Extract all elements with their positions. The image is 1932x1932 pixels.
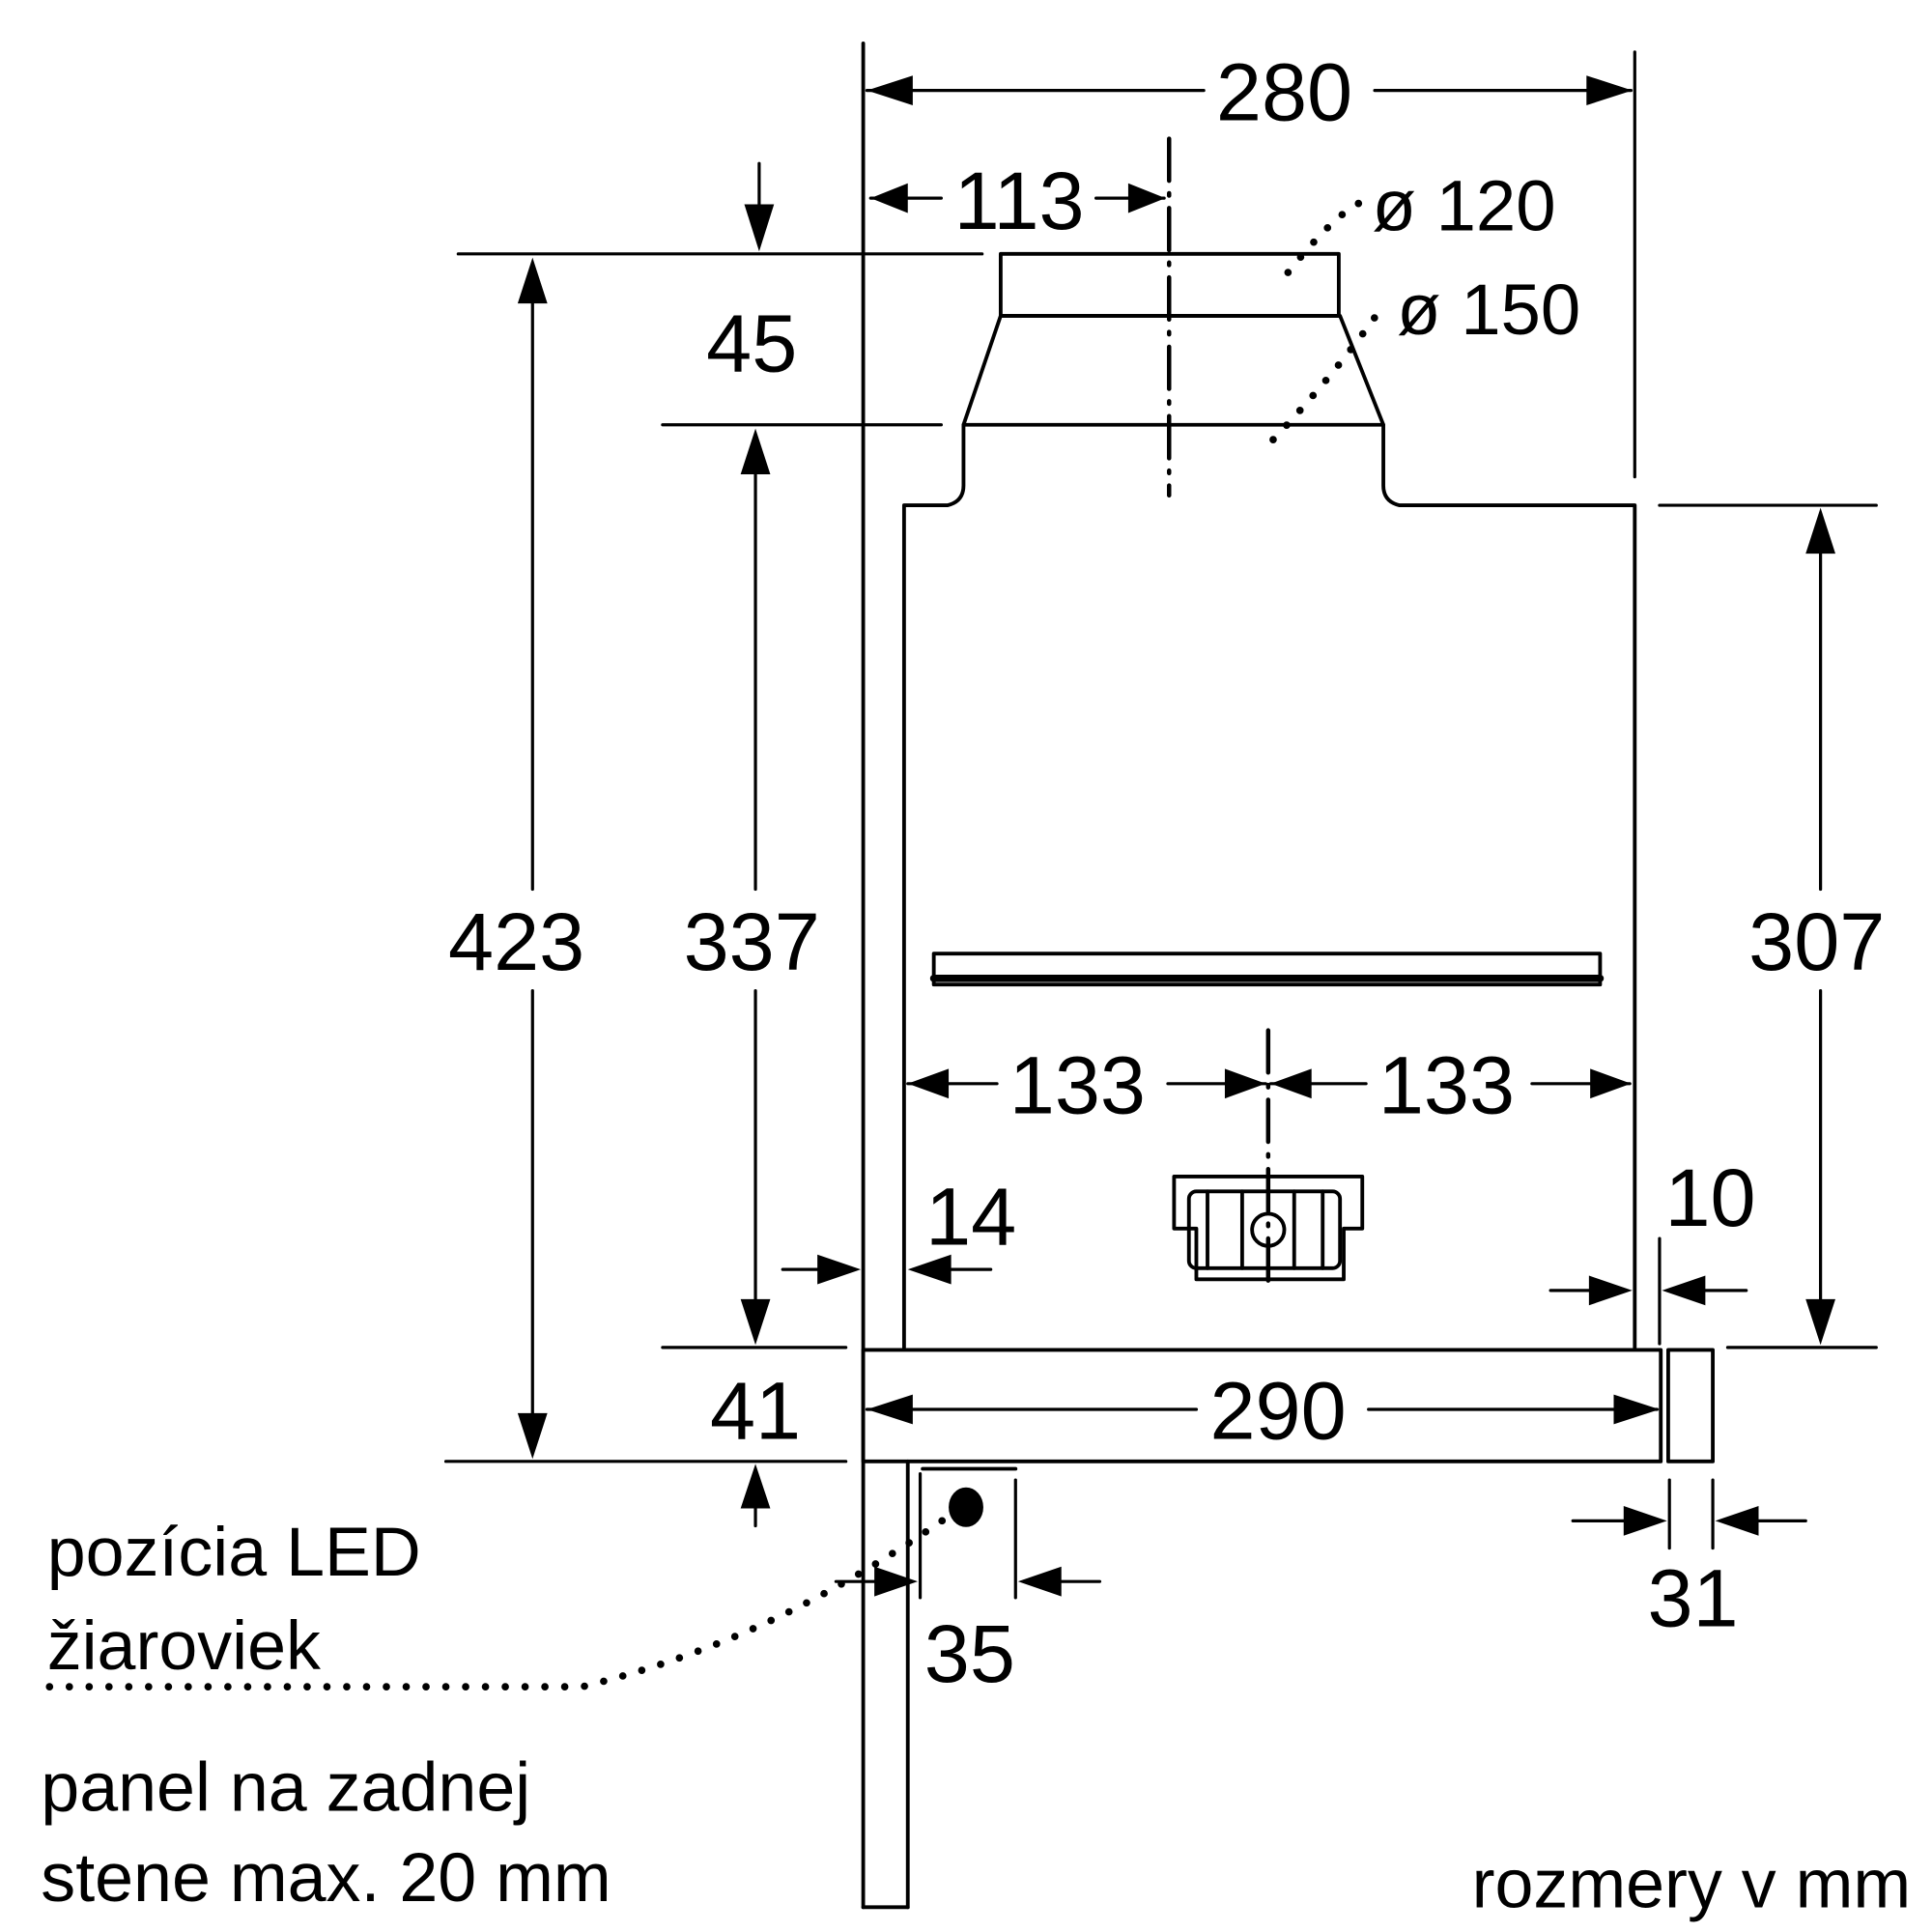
dim-41: 41 — [710, 1365, 801, 1528]
led-label-line2: žiaroviek — [47, 1607, 321, 1685]
dia-150-label: ø 150 — [1397, 270, 1580, 350]
dim-45-label: 45 — [706, 298, 797, 389]
dim-14-label: 14 — [925, 1170, 1016, 1262]
fan-motor-icon — [1172, 1175, 1365, 1282]
dim-133-133: 133 133 — [906, 1039, 1632, 1131]
dim-35-label: 35 — [924, 1607, 1015, 1699]
dim-31: 31 — [1571, 1505, 1807, 1643]
panel-label-line2: stene max. 20 mm — [41, 1839, 611, 1917]
dim-diameters: ø 120 ø 150 — [1269, 165, 1580, 443]
dim-133-right-label: 133 — [1378, 1039, 1515, 1131]
dim-280-label: 280 — [1216, 45, 1352, 137]
dim-280: 280 — [865, 45, 1634, 137]
dim-133-left-label: 133 — [1009, 1039, 1146, 1131]
dim-45: 45 — [706, 161, 797, 389]
dim-10-label: 10 — [1664, 1151, 1755, 1243]
dim-290-label: 290 — [1209, 1365, 1346, 1457]
dim-290: 290 — [865, 1365, 1660, 1457]
dim-31-label: 31 — [1648, 1551, 1739, 1643]
panel-label-line1: panel na zadnej — [41, 1748, 530, 1826]
led-label-line1: pozícia LED — [47, 1514, 421, 1591]
dim-10: 10 — [1548, 1151, 1756, 1306]
dim-337-label: 337 — [684, 895, 820, 987]
dim-113-label: 113 — [954, 155, 1085, 246]
dim-113: 113 — [868, 155, 1166, 246]
dim-337: 337 — [684, 428, 820, 1346]
dim-423: 423 — [448, 257, 584, 1460]
led-position-marker — [45, 1487, 983, 1691]
dim-41-label: 41 — [710, 1365, 801, 1457]
dim-307: 307 — [1748, 507, 1885, 1346]
dim-35: 35 — [834, 1566, 1102, 1699]
units-label: rozmery v mm — [1472, 1845, 1912, 1922]
led-icon — [949, 1487, 983, 1527]
wall-panel — [861, 41, 910, 1910]
extension-lines — [443, 50, 1878, 1600]
dia-120-label: ø 120 — [1373, 165, 1556, 245]
dim-423-label: 423 — [448, 895, 584, 987]
dim-307-label: 307 — [1748, 895, 1885, 987]
dim-14: 14 — [781, 1170, 1016, 1285]
